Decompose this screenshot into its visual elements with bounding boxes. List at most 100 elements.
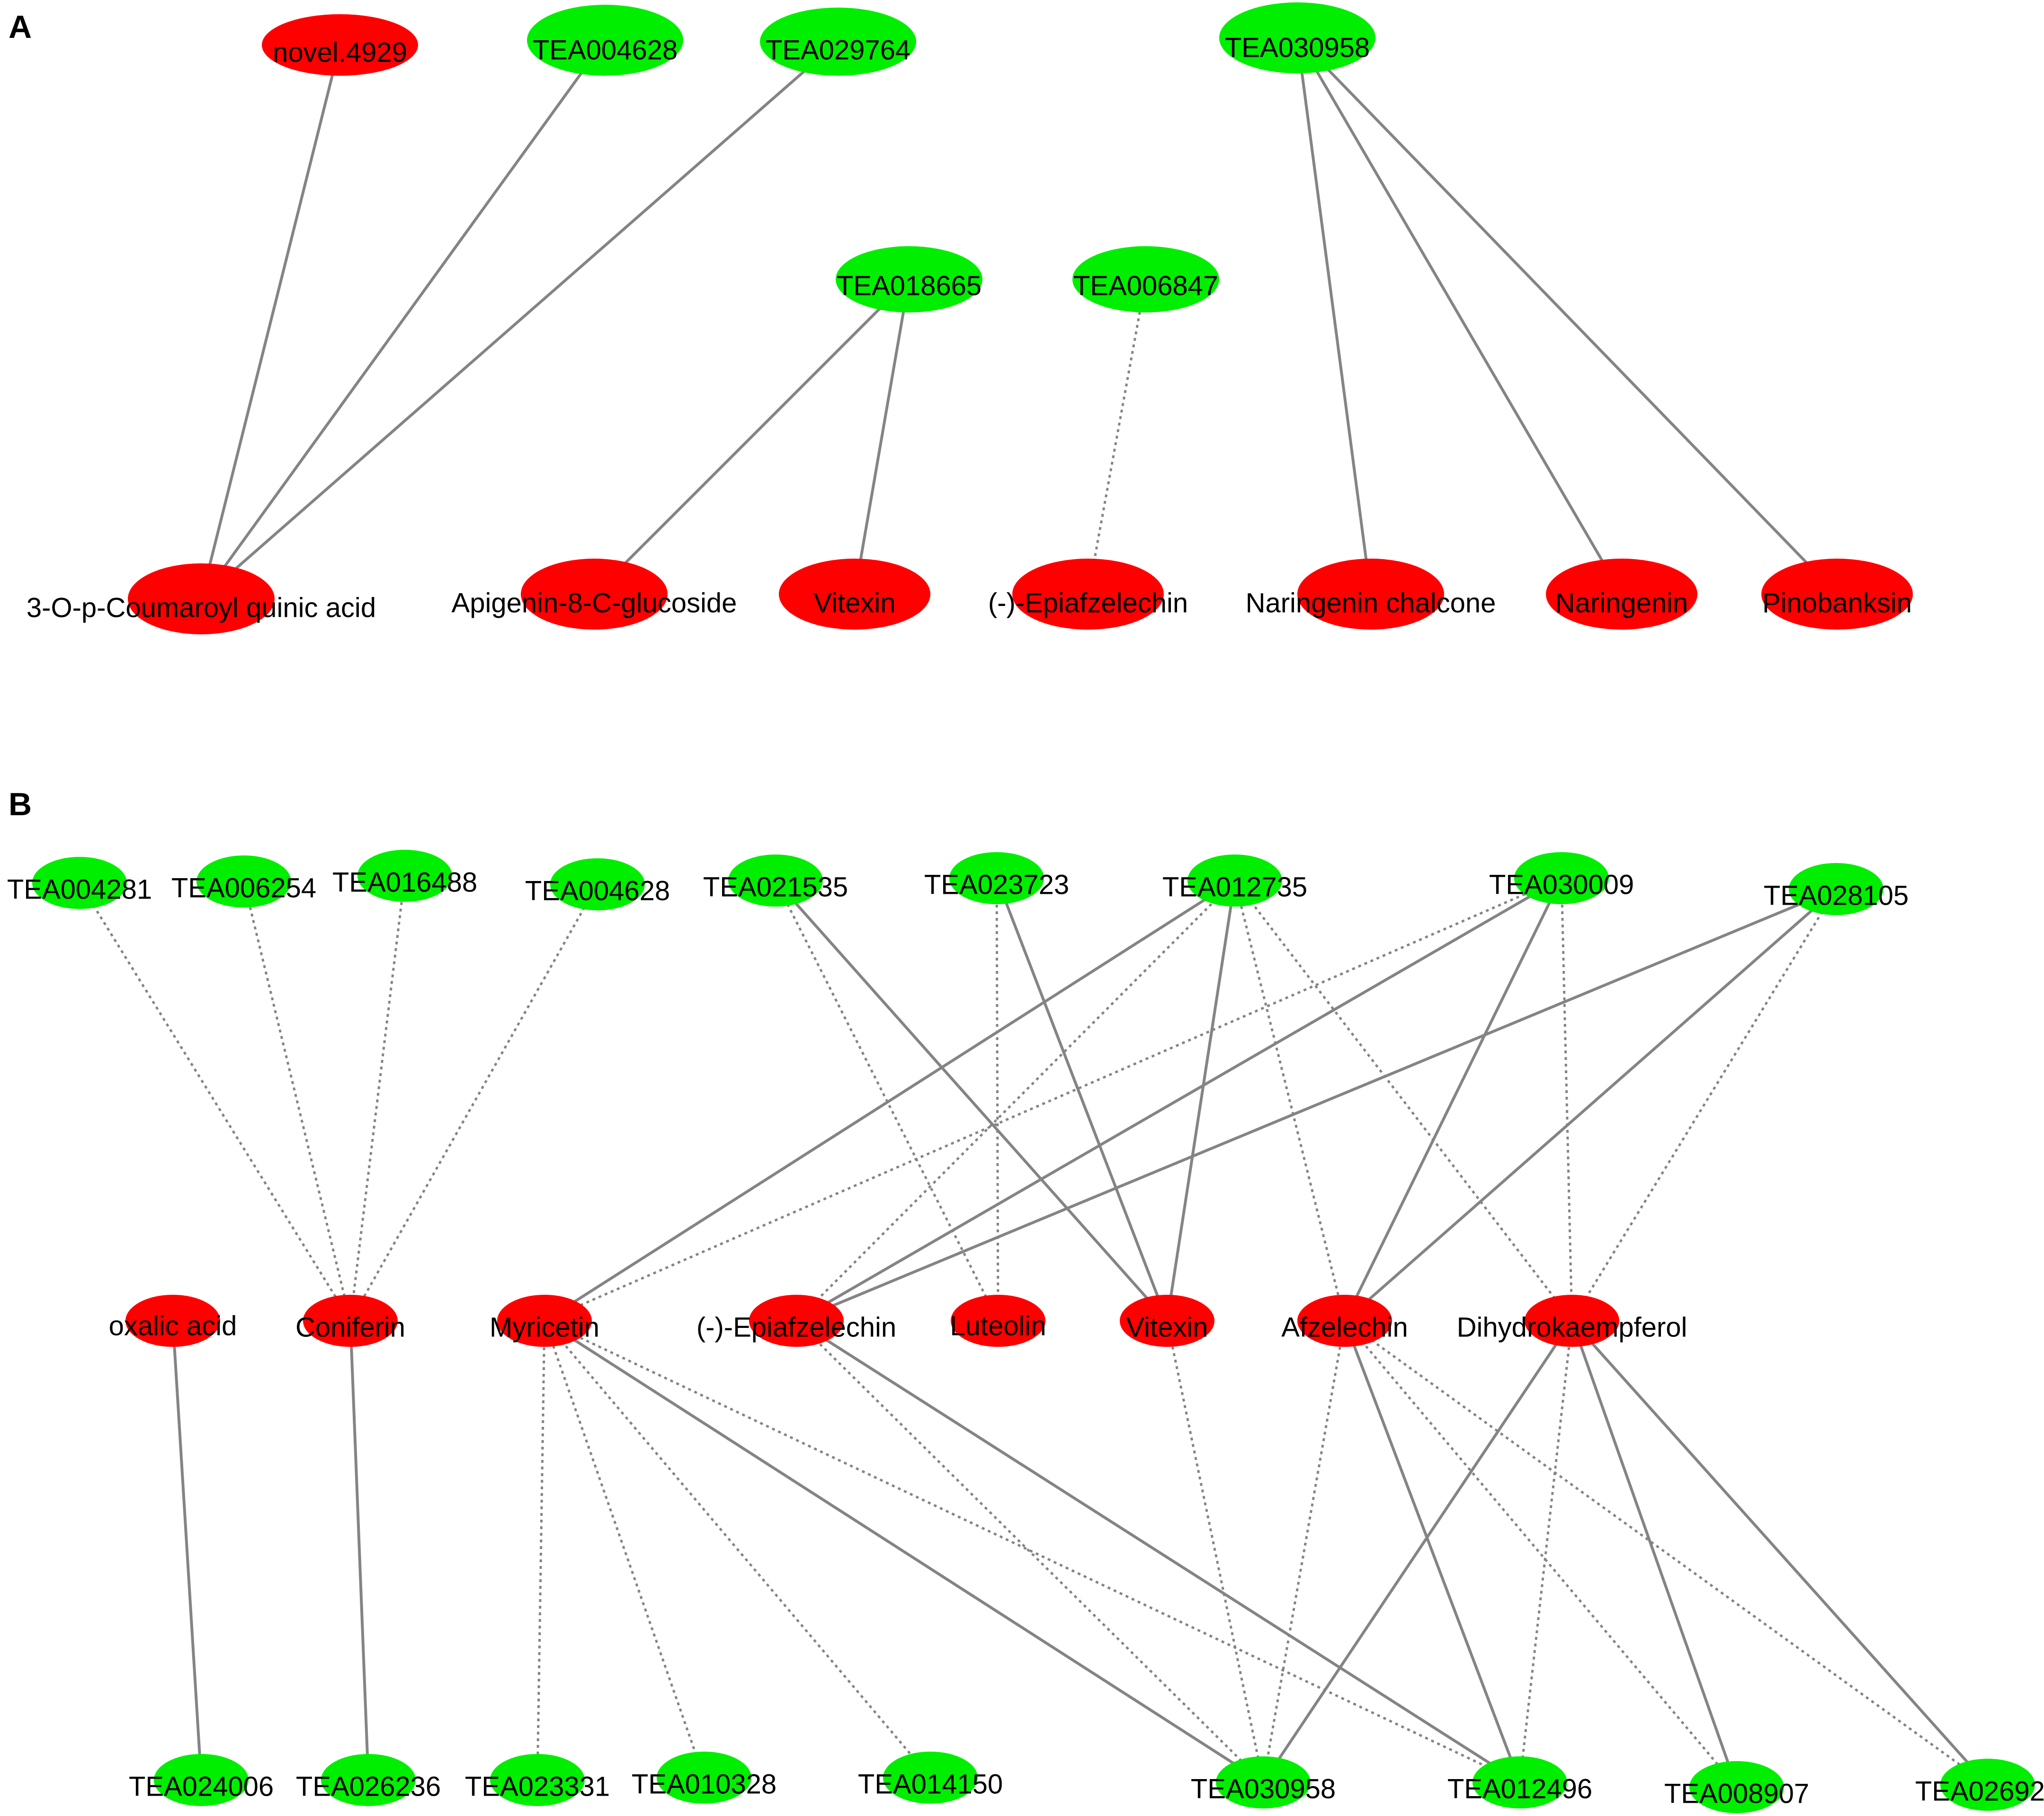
- panel-a-node-label-3-o-p-coumaroyl-quinic-acid: 3-O-p-Coumaroyl quinic acid: [27, 592, 376, 623]
- panel-b-node-tea004628: [550, 858, 645, 910]
- panel-a-edge-solid: [593, 278, 910, 596]
- panel-b-node-label-afzelechin: Afzelechin: [1281, 1312, 1408, 1343]
- panel-a-letter: A: [9, 9, 32, 45]
- panel-a-node-tea004628: [527, 5, 683, 76]
- panel-b-edge-dotted: [795, 880, 1236, 1322]
- panel-b-node-tea012735: [1187, 855, 1282, 907]
- panel-b-edges: [78, 875, 1989, 1788]
- panel-a-edge-dotted: [1087, 279, 1147, 595]
- panel-b-node-tea016488: [357, 850, 452, 902]
- panel-b-edge-dotted: [544, 1320, 931, 1779]
- panel-b-node-tea028105: [1789, 863, 1883, 915]
- panel-b-node-label-tea014150: TEA014150: [858, 1769, 1003, 1799]
- panel-b-node-label-tea023723: TEA023723: [924, 869, 1069, 900]
- panel-a-edge-solid: [1296, 37, 1372, 595]
- panel-b-node-tea014150: [883, 1752, 978, 1804]
- panel-a-node-3-o-p-coumaroyl-quinic-acid: [128, 563, 275, 634]
- panel-b-node-oxalic-acid: [125, 1295, 220, 1347]
- panel-b-node-tea006254: [196, 855, 291, 908]
- panel-b-node-label-tea012735: TEA012735: [1162, 872, 1307, 902]
- panel-b-node-label-tea026925: TEA026925: [1915, 1776, 2044, 1807]
- panel-b-node-label-tea016488: TEA016488: [332, 867, 477, 898]
- panel-b-node-tea012496: [1473, 1756, 1567, 1808]
- panel-b-node-tea026925: [1940, 1759, 2035, 1811]
- panel-b-node-label-tea021535: TEA021535: [703, 872, 848, 902]
- panel-b-node-tea026236: [321, 1754, 416, 1806]
- panel-a-node-label-pinobanksin: Pinobanksin: [1762, 588, 1912, 618]
- panel-b-edge-solid: [1571, 1320, 1738, 1788]
- panel-a-edge-solid: [200, 45, 341, 599]
- panel-a-node-vitexin: [779, 559, 930, 630]
- panel-a-node-epiafzelechin: [1012, 559, 1164, 630]
- panel-b-edge-solid: [544, 1319, 1264, 1784]
- panel-b-node-tea023723: [949, 852, 1044, 904]
- panel-b-edge-solid: [1343, 1320, 1521, 1783]
- panel-b-edge-solid: [544, 879, 1236, 1322]
- panel-b-edge-solid: [1262, 1320, 1573, 1783]
- panel-b-node-label-tea008907: TEA008907: [1664, 1778, 1809, 1809]
- panel-b-node-coniferin: [303, 1295, 398, 1347]
- panel-b-node-label-luteolin: Luteolin: [950, 1310, 1046, 1341]
- panel-b-node-luteolin: [951, 1295, 1045, 1347]
- panel-b-node-label-dihydrokaempferol: Dihydrokaempferol: [1457, 1312, 1687, 1343]
- panel-b-edge-dotted: [1571, 888, 1838, 1322]
- panel-b-edge-solid: [774, 880, 1169, 1322]
- panel-a-nodes: [128, 2, 1913, 634]
- panel-b-edge-solid: [1343, 877, 1563, 1322]
- panel-b-edge-solid: [795, 877, 1562, 1322]
- panel-a-node-pinobanksin: [1761, 559, 1913, 630]
- panel-b-edge-dotted: [543, 1320, 705, 1778]
- panel-b-node-tea008907: [1689, 1761, 1784, 1813]
- panel-b-node-label-tea026236: TEA026236: [296, 1771, 441, 1802]
- panel-a-node-label-tea030958: TEA030958: [1225, 32, 1370, 63]
- panel-b-node-label-tea004281: TEA004281: [7, 874, 152, 905]
- panel-a-edge-solid: [200, 40, 839, 600]
- panel-b-node-label-coniferin: Coniferin: [295, 1312, 405, 1343]
- panel-a-edge-solid: [200, 39, 607, 600]
- panel-a-node-tea018665: [836, 246, 982, 312]
- panel-a-edge-solid: [1296, 37, 1623, 595]
- panel-a-edge-solid: [853, 279, 910, 595]
- panel-b-edge-dotted: [349, 883, 599, 1322]
- panel-b-edge-solid: [795, 1319, 1521, 1784]
- panel-b-node-tea021535: [728, 855, 823, 907]
- panel-b-edge-solid: [995, 877, 1169, 1322]
- panel-b-node-label-oxalic-acid: oxalic acid: [109, 1310, 237, 1341]
- panel-b-nodes: [32, 850, 2035, 1813]
- panel-b-node-epiafzelechin: [749, 1295, 844, 1347]
- panel-b-node-label-tea030958: TEA030958: [1191, 1773, 1336, 1804]
- panel-a-node-tea030958: [1219, 2, 1375, 73]
- panel-b-edge-solid: [1344, 888, 1837, 1322]
- panel-b-edge-dotted: [242, 881, 352, 1321]
- panel-b-edge-solid: [1166, 880, 1236, 1321]
- panel-b-edge-solid: [171, 1320, 203, 1780]
- panel-b-node-myricetin: [497, 1295, 592, 1347]
- panel-a-node-label-tea029764: TEA029764: [766, 35, 910, 65]
- panel-b-node-label-tea023331: TEA023331: [465, 1771, 610, 1802]
- panel-b-node-label-tea012496: TEA012496: [1447, 1773, 1592, 1804]
- panel-b-node-label-epiafzelechin: (-)-Epiafzelechin: [696, 1312, 896, 1343]
- panel-b-node-label-tea004628: TEA004628: [525, 875, 670, 906]
- panel-a-edges: [200, 36, 1839, 600]
- panel-b-edge-dotted: [349, 875, 406, 1321]
- panel-b-edge-solid: [795, 888, 1837, 1322]
- panel-a-node-label-epiafzelechin: (-)-Epiafzelechin: [988, 588, 1188, 618]
- panel-b-node-label-myricetin: Myricetin: [490, 1312, 599, 1343]
- panel-b-node-label-tea024006: TEA024006: [129, 1771, 274, 1802]
- panel-b-node-tea004281: [32, 857, 127, 909]
- panel-b-letter: B: [9, 786, 32, 822]
- panel-b-node-label-tea006254: TEA006254: [171, 872, 316, 903]
- panel-b-node-dihydrokaempferol: [1525, 1295, 1619, 1347]
- panel-b-edge-dotted: [1560, 878, 1573, 1321]
- panel-a-node-label-naringenin: Naringenin: [1555, 588, 1688, 618]
- panel-b-node-label-vitexin: Vitexin: [1126, 1312, 1208, 1343]
- panel-b-node-tea030009: [1514, 852, 1609, 904]
- panel-b-node-label-tea010328: TEA010328: [632, 1769, 777, 1799]
- panel-a-edge-solid: [1296, 36, 1839, 596]
